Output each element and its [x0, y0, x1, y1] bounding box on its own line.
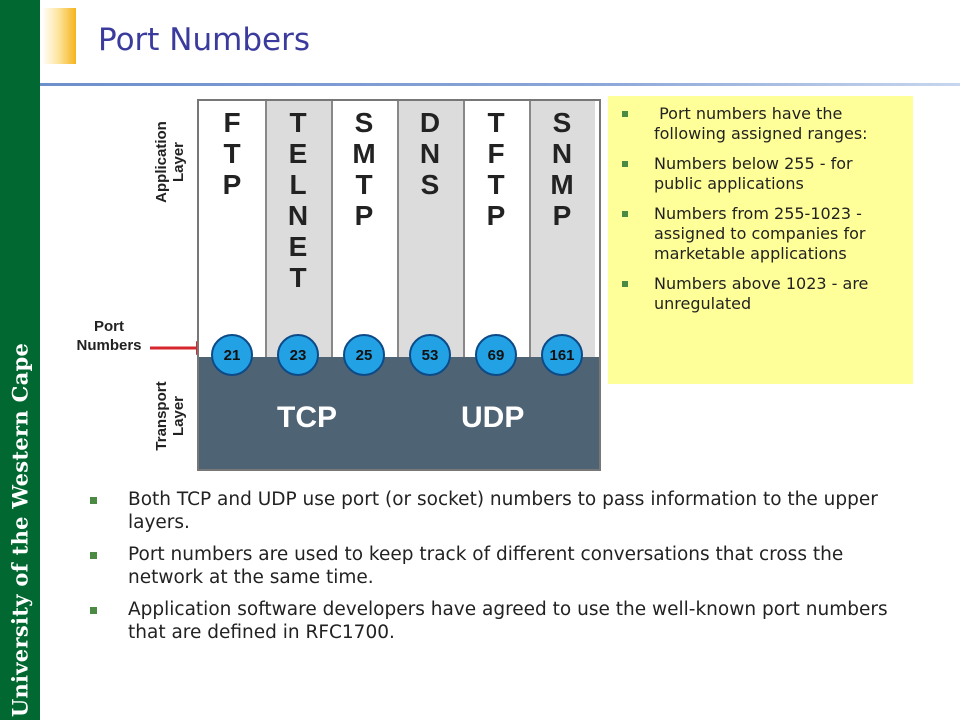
transport-layer-label: Transport Layer — [153, 381, 187, 450]
transport-layer — [199, 357, 599, 469]
main-bullet-text: Application software developers have agr… — [128, 599, 888, 643]
main-bullet-text: Port numbers are used to keep track of d… — [128, 544, 844, 588]
title-rule — [40, 83, 960, 86]
protocol-letter: S — [354, 107, 374, 138]
sidebar: University of the Western Cape — [0, 0, 40, 720]
port-range-item: Numbers from 255-1023 - assigned to comp… — [622, 204, 903, 264]
port-number-badge: 69 — [475, 334, 517, 376]
port-numbers-diagram: Application Layer Transport Layer Port N… — [60, 92, 604, 472]
application-layer-label: Application Layer — [153, 121, 187, 203]
port-range-item: Numbers below 255 - for public applicati… — [622, 154, 903, 194]
protocol-letter: N — [287, 200, 309, 231]
udp-label: UDP — [461, 401, 525, 434]
protocol-letter: T — [289, 107, 307, 138]
bullet-icon — [90, 552, 97, 559]
bullet-icon — [622, 111, 628, 117]
port-number-badge: 21 — [211, 334, 253, 376]
port-range-item: Port numbers have the following assigned… — [622, 104, 903, 144]
main-bullet-item: Application software developers have agr… — [90, 598, 920, 644]
title-accent — [42, 8, 76, 64]
bullet-icon — [622, 211, 628, 217]
transport-layer-label-line: Transport — [153, 381, 170, 451]
port-range-item: Numbers above 1023 - are unregulated — [622, 274, 903, 314]
main-bullet-item: Port numbers are used to keep track of d… — [90, 543, 920, 589]
protocol-letter: T — [487, 107, 505, 138]
protocol-letter: S — [552, 107, 572, 138]
protocol-letter: N — [419, 138, 441, 169]
main-bullet-list: Both TCP and UDP use port (or socket) nu… — [90, 488, 920, 644]
main-bullet-item: Both TCP and UDP use port (or socket) nu… — [90, 488, 920, 534]
port-range-text: Port numbers have the following assigned… — [654, 104, 868, 143]
protocol-letter: N — [551, 138, 573, 169]
tcp-label: TCP — [277, 401, 337, 434]
port-number-badge: 161 — [541, 334, 583, 376]
port-numbers-label-line: Numbers — [76, 337, 142, 354]
protocol-letter: T — [223, 138, 241, 169]
protocol-letter: T — [289, 262, 307, 293]
transport-layer-label-line: Layer — [170, 395, 187, 437]
application-layer-label-line: Layer — [170, 141, 187, 183]
port-number-badge: 25 — [343, 334, 385, 376]
bullet-icon — [622, 161, 628, 167]
protocol-letter: L — [289, 169, 307, 200]
application-layer-label-line: Application — [153, 121, 170, 203]
bullet-icon — [90, 607, 97, 614]
bullet-icon — [622, 281, 628, 287]
port-numbers-label: Port Numbers — [68, 317, 150, 355]
protocol-letter: T — [355, 169, 373, 200]
protocol-letter: F — [223, 107, 241, 138]
port-range-text: Numbers above 1023 - are unregulated — [654, 274, 874, 313]
main-content: Both TCP and UDP use port (or socket) nu… — [90, 488, 920, 653]
protocol-letter: T — [487, 169, 505, 200]
protocol-letter: F — [487, 138, 505, 169]
university-name: University of the Western Cape — [7, 342, 33, 718]
protocol-letter: E — [288, 231, 308, 262]
protocol-letter: P — [222, 169, 242, 200]
protocol-letter: P — [552, 200, 572, 231]
port-ranges-box: Port numbers have the following assigned… — [608, 96, 913, 384]
port-number-badge: 53 — [409, 334, 451, 376]
protocol-letter: E — [288, 138, 308, 169]
port-range-text: Numbers below 255 - for public applicati… — [654, 154, 858, 193]
port-number-badge: 23 — [277, 334, 319, 376]
protocol-letter: P — [486, 200, 506, 231]
protocol-letter: D — [419, 107, 441, 138]
port-range-text: Numbers from 255-1023 - assigned to comp… — [654, 204, 871, 263]
protocol-letter: M — [550, 169, 574, 200]
bullet-icon — [90, 497, 97, 504]
port-numbers-label-line: Port — [94, 318, 124, 335]
protocol-letter: S — [420, 169, 440, 200]
protocol-letter: M — [352, 138, 376, 169]
port-ranges-list: Port numbers have the following assigned… — [622, 104, 903, 314]
protocol-letter: P — [354, 200, 374, 231]
main-bullet-text: Both TCP and UDP use port (or socket) nu… — [128, 489, 878, 533]
page-title: Port Numbers — [98, 22, 310, 58]
